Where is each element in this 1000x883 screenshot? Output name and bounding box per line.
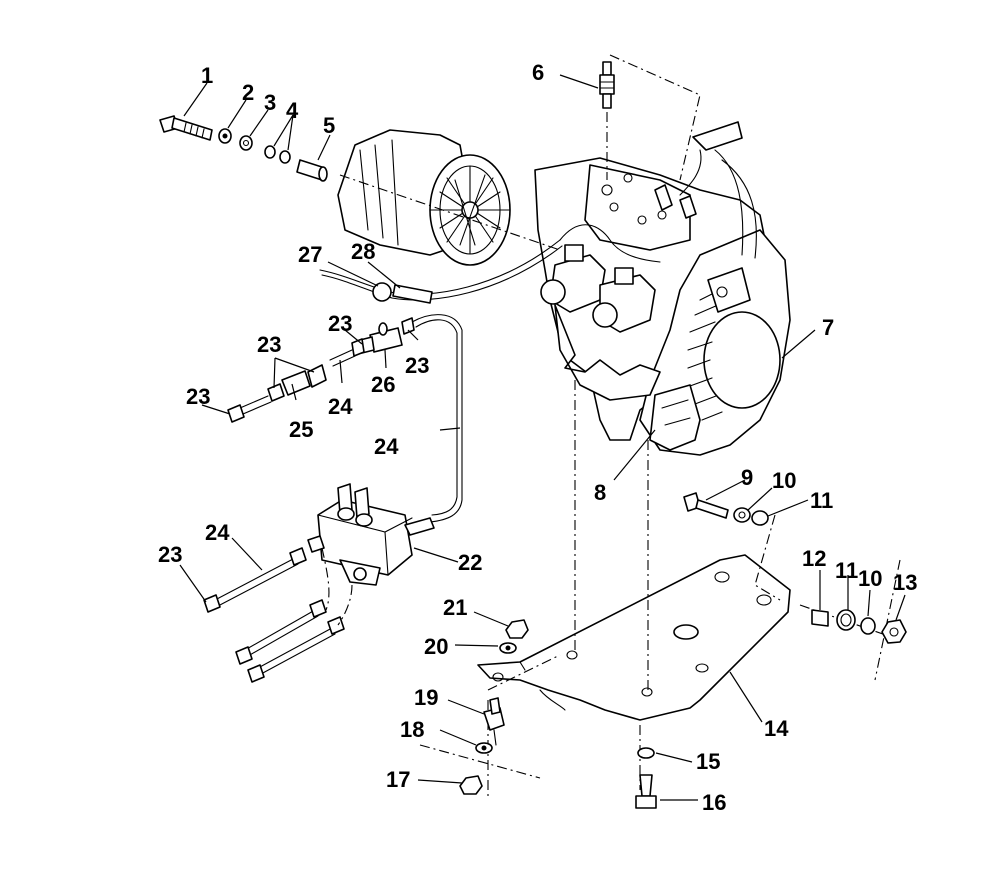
callout-26: 26 [371, 372, 395, 397]
callout-23d: 23 [186, 384, 210, 409]
callout-leaders [179, 74, 906, 801]
callout-23b: 23 [257, 332, 281, 357]
mount-hardware-right [683, 492, 907, 644]
callout-23e: 23 [158, 542, 182, 567]
callout-14: 14 [764, 716, 789, 741]
callout-20: 20 [424, 634, 448, 659]
callout-25: 25 [289, 417, 313, 442]
callout-17: 17 [386, 767, 410, 792]
engine-illustration [534, 121, 791, 456]
callout-7: 7 [822, 315, 834, 340]
callout-23a: 23 [328, 311, 352, 336]
callout-11b: 11 [835, 558, 858, 583]
callout-labels: 1 2 3 4 5 6 7 8 9 10 11 12 11 10 13 14 1… [158, 60, 917, 815]
fuel-pump-illustration [307, 483, 435, 586]
callout-1: 1 [201, 63, 213, 88]
callout-6: 6 [532, 60, 544, 85]
callout-24a: 24 [328, 394, 353, 419]
callout-12: 12 [802, 546, 826, 571]
callout-11a: 11 [810, 488, 833, 513]
callout-19: 19 [414, 685, 438, 710]
callout-22: 22 [458, 550, 482, 575]
callout-5: 5 [323, 113, 335, 138]
callout-13: 13 [893, 570, 917, 595]
callout-27: 27 [298, 242, 322, 267]
callout-8: 8 [594, 480, 606, 505]
callout-2: 2 [242, 80, 254, 105]
callout-4: 4 [286, 98, 299, 123]
callout-3: 3 [264, 90, 276, 115]
callout-9: 9 [741, 465, 753, 490]
throttle-cable-illustration [319, 239, 563, 304]
callout-16: 16 [702, 790, 726, 815]
lower-hoses-illustration [203, 547, 353, 683]
callout-21: 21 [443, 595, 467, 620]
callout-15: 15 [696, 749, 720, 774]
callout-23c: 23 [405, 353, 429, 378]
callout-24c: 24 [205, 520, 230, 545]
callout-28: 28 [351, 239, 375, 264]
spark-plug-illustration [599, 61, 615, 109]
mount-plate-illustration [477, 554, 791, 721]
drive-clutch-illustration [337, 129, 511, 266]
callout-18: 18 [400, 717, 424, 742]
callout-24b: 24 [374, 434, 399, 459]
callout-10b: 10 [858, 566, 882, 591]
callout-10a: 10 [772, 468, 796, 493]
clutch-bolt-stack [159, 115, 328, 182]
fuel-line-illustration [227, 314, 463, 523]
mount-hardware-left [459, 619, 657, 809]
